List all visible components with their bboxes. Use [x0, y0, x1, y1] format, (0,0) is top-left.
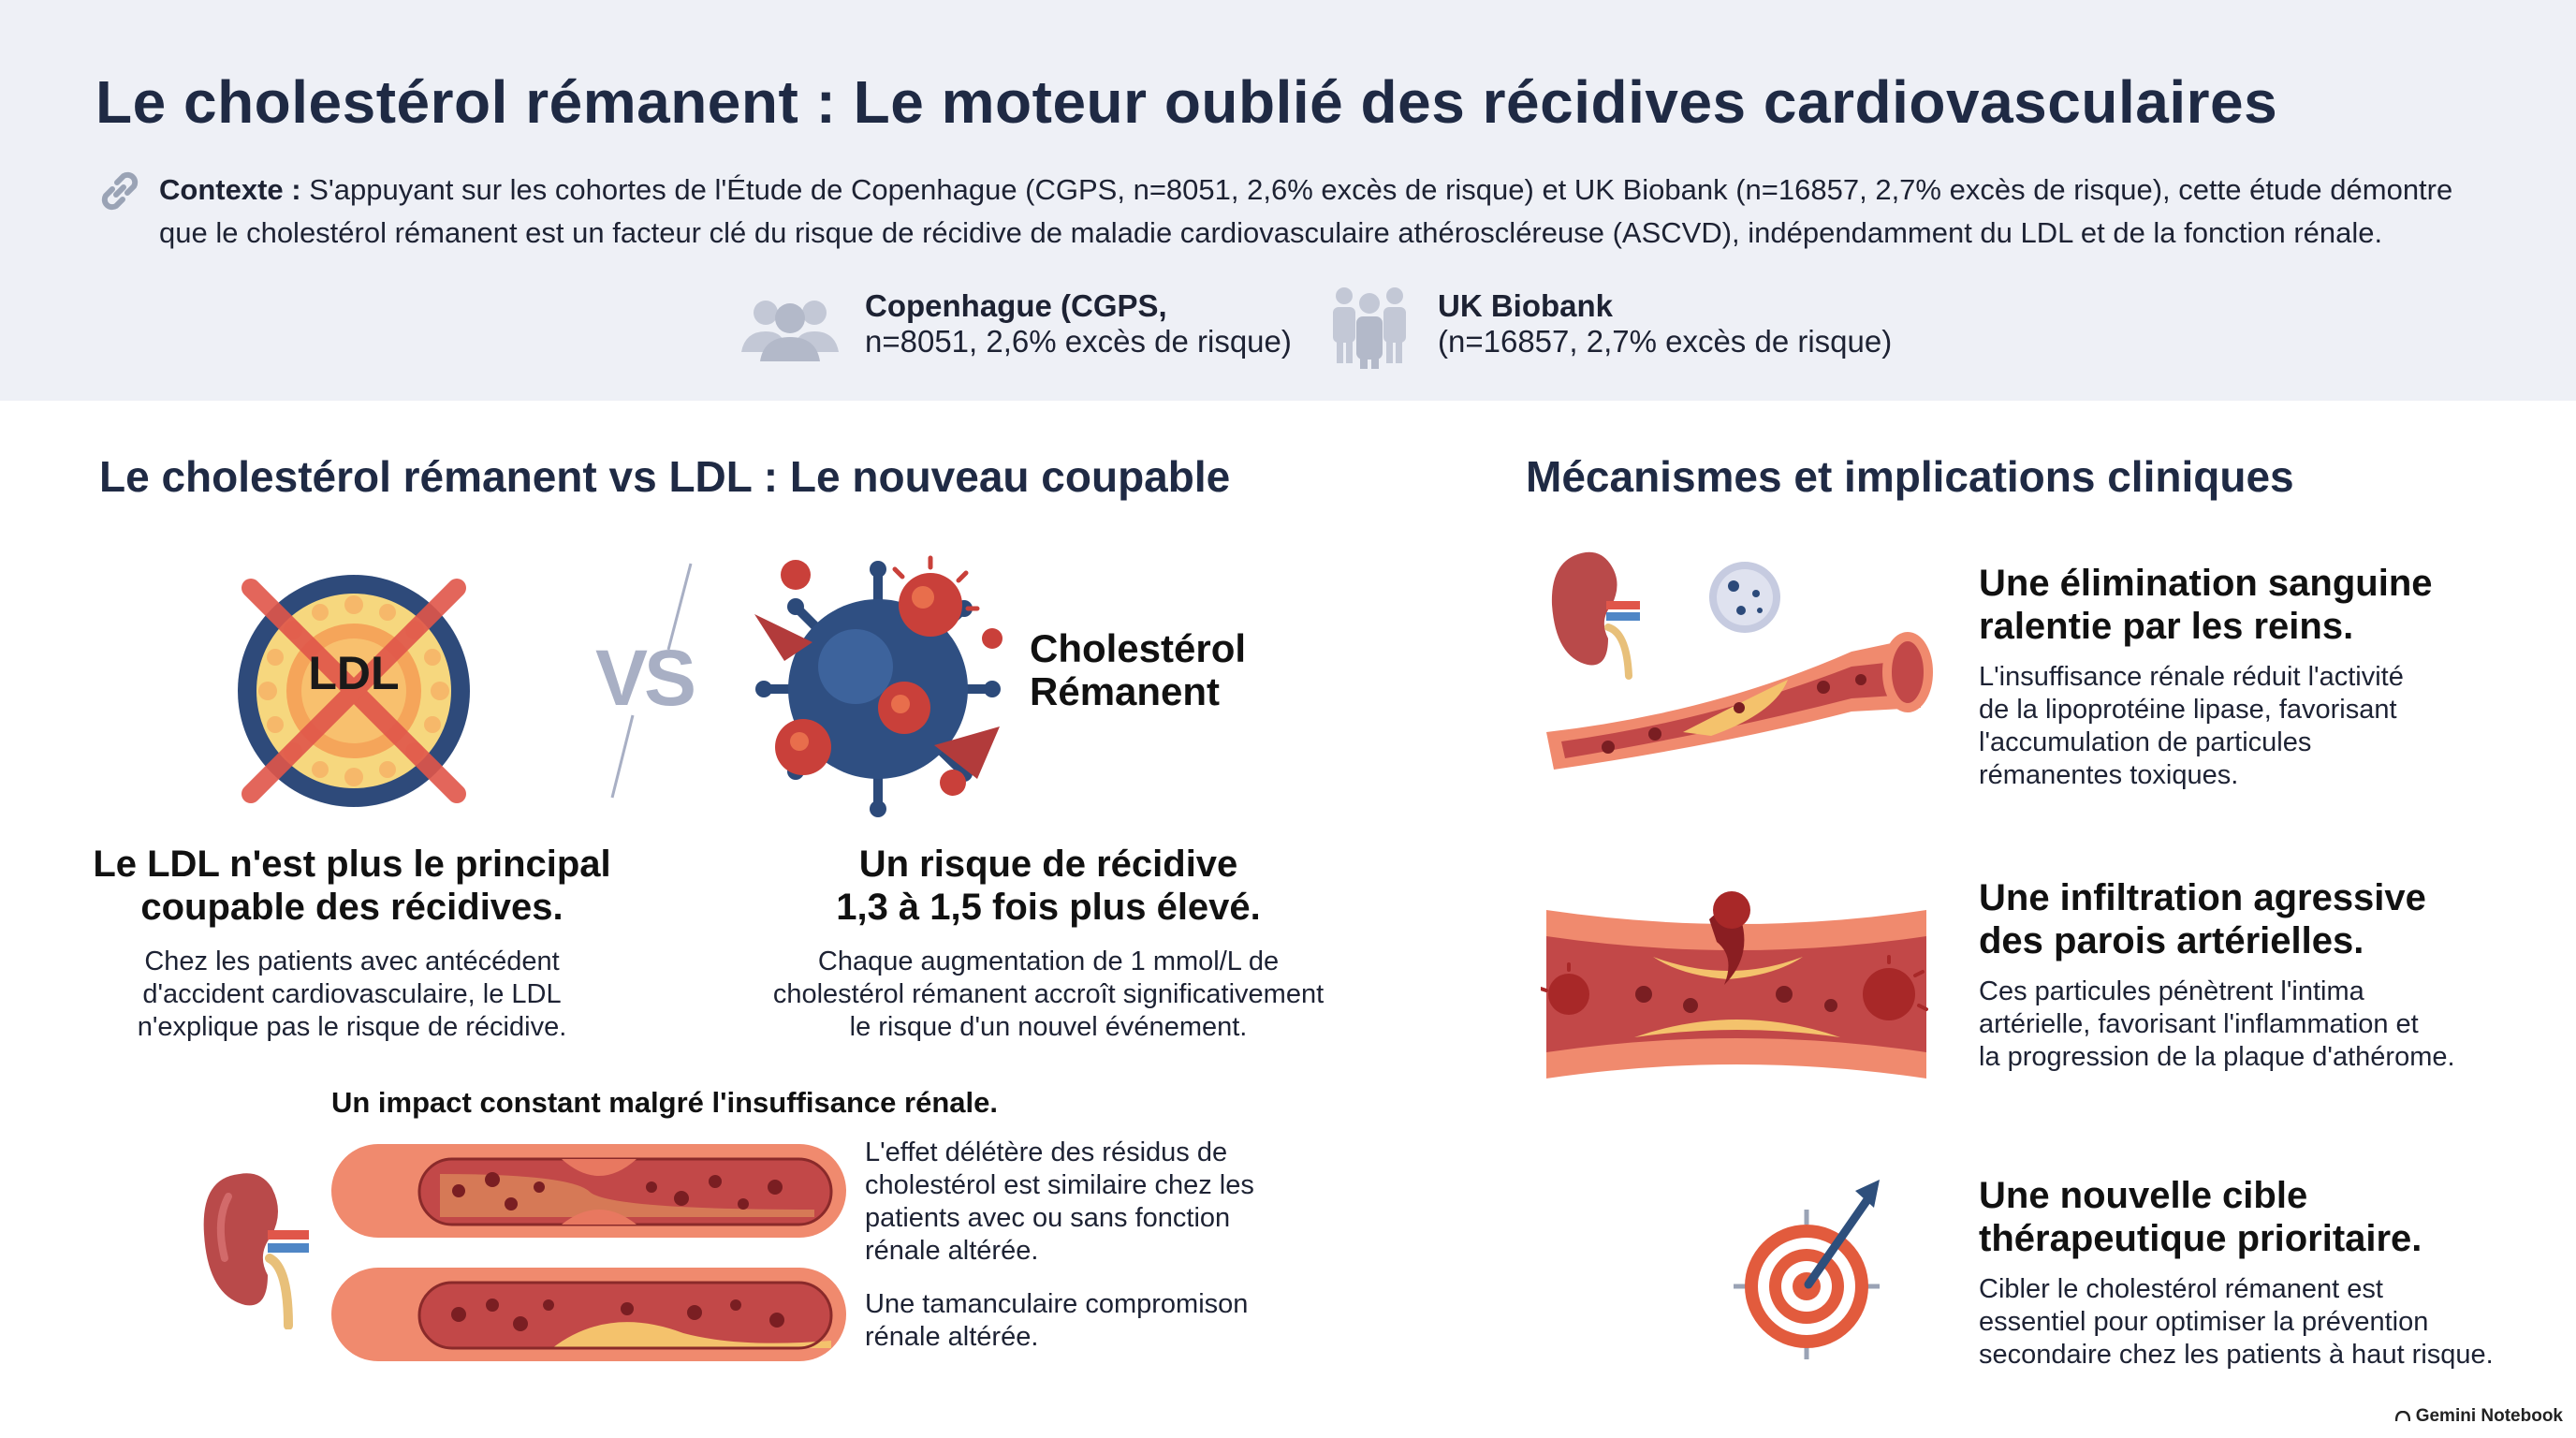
link-icon [101, 171, 139, 211]
kidney-vessel-illustration [1546, 551, 1933, 770]
context-label: Contexte : [159, 173, 301, 206]
renal-body: L'effet délétère des résidus de cholesté… [865, 1137, 1352, 1354]
vs-divider [610, 563, 693, 799]
notebook-logo-icon [2394, 1410, 2410, 1422]
renal-body2-line2: rénale altérée. [865, 1322, 1039, 1352]
header-background [0, 0, 2576, 401]
risk-heading-line1: Un risque de récidive [858, 844, 1238, 885]
risk-body-line3: le risque d'un nouvel événement. [849, 1012, 1248, 1042]
item2-body-line3: la progression de la plaque d'athérome. [1979, 1042, 2455, 1072]
cohort-ukbiobank: UK Biobank (n=16857, 2,7% excès de risqu… [1438, 288, 1892, 360]
kidney-icon [203, 1173, 309, 1329]
ldl-body-line1: Chez les patients avec antécédent [144, 946, 560, 976]
risk-column: Un risque de récidive 1,3 à 1,5 fois plu… [721, 843, 1376, 1044]
item3-heading-line1: Une nouvelle cible [1979, 1175, 2308, 1216]
renal-body-line2: cholestérol est similaire chez les [865, 1170, 1254, 1200]
vs-label: VS [595, 634, 696, 722]
context-text: S'appuyant sur les cohortes de l'Étude d… [159, 173, 2453, 249]
cohort-name: Copenhague (CGPS, [865, 288, 1167, 323]
item3-heading-line2: thérapeutique prioritaire. [1979, 1218, 2422, 1259]
left-section-title: Le cholestérol rémanent vs LDL : Le nouv… [99, 452, 1231, 501]
ldl-heading-line1: Le LDL n'est plus le principal [93, 844, 611, 885]
remnant-label-line1: Cholestérol [1030, 626, 1247, 670]
risk-body-line1: Chaque augmentation de 1 mmol/L de [817, 946, 1280, 976]
artery-infiltration-illustration [1541, 891, 1928, 1078]
item3-body-line1: Cibler le cholestérol rémanent est [1979, 1274, 2383, 1304]
remnant-particle-icon [754, 555, 1003, 817]
item2-body-line2: artérielle, favorisant l'inflammation et [1979, 1009, 2419, 1039]
mechanism-item-1: Une élimination sanguine ralentie par le… [1979, 562, 2559, 792]
people-icon [1333, 287, 1406, 369]
item2-heading-line1: Une infiltration agressive [1979, 877, 2426, 918]
vessel-bottom [331, 1268, 846, 1361]
item1-body-line3: l'accumulation de particules [1979, 727, 2312, 757]
ldl-crossed-icon [238, 575, 470, 807]
footer-brand: Gemini Notebook [2394, 1406, 2563, 1427]
renal-heading: Un impact constant malgré l'insuffisance… [331, 1086, 998, 1119]
item1-heading-line1: Une élimination sanguine [1979, 563, 2433, 604]
page-title: Le cholestérol rémanent : Le moteur oubl… [95, 68, 2278, 136]
renal-body-line3: patients avec ou sans fonction [865, 1203, 1231, 1233]
group-icon [741, 301, 839, 361]
mechanism-item-2: Une infiltration agressive des parois ar… [1979, 876, 2559, 1074]
renal-body-line1: L'effet délétère des résidus de [865, 1137, 1228, 1167]
item2-heading-line2: des parois artérielles. [1979, 920, 2364, 961]
item3-body-line2: essentiel pour optimiser la prévention [1979, 1307, 2429, 1337]
item2-body-line1: Ces particules pénètrent l'intima [1979, 976, 2364, 1006]
item1-body-line4: rémanentes toxiques. [1979, 760, 2239, 790]
section-divider-notch [0, 401, 2576, 506]
context-paragraph: Contexte : S'appuyant sur les cohortes d… [159, 169, 2481, 255]
target-icon [1734, 1180, 1880, 1359]
cohort-detail: n=8051, 2,6% excès de risque) [865, 324, 1292, 359]
risk-heading-line2: 1,3 à 1,5 fois plus élevé. [836, 887, 1261, 928]
cohort-name: UK Biobank [1438, 288, 1614, 323]
renal-body2-line1: Une tamanculaire compromison [865, 1289, 1249, 1319]
right-section-title: Mécanismes et implications cliniques [1526, 452, 2294, 501]
ldl-column: Le LDL n'est plus le principal coupable … [71, 843, 633, 1044]
renal-body-line4: rénale altérée. [865, 1236, 1039, 1266]
ldl-badge: LDL [308, 647, 400, 699]
renal-vessels-illustration [331, 1144, 846, 1361]
ldl-heading-line2: coupable des récidives. [140, 887, 564, 928]
item1-heading-line2: ralentie par les reins. [1979, 606, 2354, 647]
cohort-detail: (n=16857, 2,7% excès de risque) [1438, 324, 1893, 359]
footer-brand-text: Gemini Notebook [2415, 1406, 2563, 1426]
risk-body-line2: cholestérol rémanent accroît significati… [772, 979, 1325, 1009]
item3-body-line3: secondaire chez les patients à haut risq… [1979, 1340, 2494, 1370]
item1-body-line2: de la lipoprotéine lipase, favorisant [1979, 695, 2397, 725]
cohort-copenhagen: Copenhague (CGPS, n=8051, 2,6% excès de … [865, 288, 1292, 360]
remnant-cholesterol-label: Cholestérol Rémanent [1030, 627, 1246, 713]
vessel-top [331, 1144, 846, 1238]
item1-body-line1: L'insuffisance rénale réduit l'activité [1979, 662, 2404, 692]
mechanism-item-3: Une nouvelle cible thérapeutique priorit… [1979, 1174, 2559, 1372]
ldl-body-line2: d'accident cardiovasculaire, le LDL [142, 979, 562, 1009]
remnant-label-line2: Rémanent [1030, 669, 1221, 713]
ldl-body-line3: n'explique pas le risque de récidive. [137, 1012, 567, 1042]
